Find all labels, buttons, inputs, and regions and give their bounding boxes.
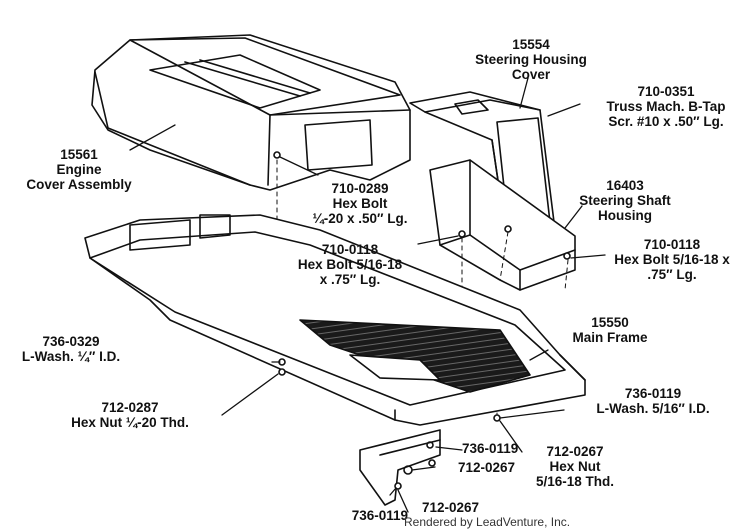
callout-lwash-516-right: 736-0119 L-Wash. 5/16″ I.D. (573, 386, 733, 416)
part-number: 736-0119 (351, 508, 408, 523)
part-name-line2: Cover Assembly (26, 177, 132, 192)
callout-lwash-516-bottom: 736-0119 (336, 508, 408, 523)
part-name-line1: Hex Bolt 5/16-18 x (614, 252, 730, 267)
part-number: 15561 (60, 147, 98, 162)
part-name-line2: x .75″ Lg. (319, 272, 381, 287)
callout-truss-bolt: 710-0351 Truss Mach. B-Tap Scr. #10 x .5… (586, 84, 746, 129)
callout-hex-bolt-right: 710-0118 Hex Bolt 5/16-18 x .75″ Lg. (598, 237, 746, 282)
fasteners (273, 151, 571, 490)
part-name-line1: Main Frame (572, 330, 648, 345)
part-name-line2: ¼-20 x .50″ Lg. (312, 211, 408, 226)
callout-lwash-516-mid: 736-0119 (462, 441, 518, 456)
part-number: 712-0267 (546, 444, 604, 459)
part-name-line2: Cover (511, 67, 551, 82)
part-number: 712-0267 (422, 500, 480, 515)
part-number: 712-0287 (101, 400, 159, 415)
callout-main-frame: 15550 Main Frame (555, 315, 665, 345)
steering-shaft-housing-part (429, 159, 576, 291)
callout-hex-bolt-left: 710-0118 Hex Bolt 5/16-18 x .75″ Lg. (285, 242, 415, 287)
part-name-line1: Steering Housing (475, 52, 587, 67)
part-name-line1: Hex Nut ¼-20 Thd. (71, 415, 189, 430)
part-number: 736-0119 (462, 441, 519, 456)
part-name-line1: Hex Nut (549, 459, 601, 474)
callout-lwash-quarter: 736-0329 L-Wash. ¼″ I.D. (10, 334, 132, 364)
callout-steering-housing-cover: 15554 Steering Housing Cover (458, 37, 604, 82)
part-number: 16403 (606, 178, 644, 193)
part-number: 15550 (591, 315, 629, 330)
engine-cover-part (91, 34, 411, 191)
part-number: 15554 (512, 37, 550, 52)
part-name-line1: Engine (56, 162, 102, 177)
part-number: 712-0267 (458, 460, 516, 475)
callout-hex-bolt-quarter: 710-0289 Hex Bolt ¼-20 x .50″ Lg. (300, 181, 420, 226)
callout-steering-shaft-housing: 16403 Steering Shaft Housing (570, 178, 680, 223)
part-number: 736-0119 (624, 386, 682, 401)
part-name-line1: Hex Bolt 5/16-18 (297, 257, 403, 272)
part-number: 736-0329 (42, 334, 100, 349)
callout-nut-712-bottom: 712-0267 (422, 500, 479, 515)
part-name-line1: L-Wash. 5/16″ I.D. (596, 401, 710, 416)
callout-engine-cover: 15561 Engine Cover Assembly (24, 147, 134, 192)
part-name-line2: .75″ Lg. (647, 267, 697, 282)
main-frame-part (84, 214, 586, 426)
part-number: 710-0351 (637, 84, 695, 99)
render-credit: Rendered by LeadVenture, Inc. (404, 515, 571, 529)
part-number: 710-0289 (331, 181, 389, 196)
part-name-line1: Truss Mach. B-Tap (606, 99, 726, 114)
leader-lines (129, 77, 606, 513)
part-name-line1: Steering Shaft (579, 193, 671, 208)
callout-hex-nut-quarter: 712-0287 Hex Nut ¼-20 Thd. (40, 400, 220, 430)
callout-hex-nut-516: 712-0267 Hex Nut 5/16-18 Thd. (520, 444, 630, 489)
part-number: 710-0118 (643, 237, 701, 252)
part-name-line1: L-Wash. ¼″ I.D. (21, 349, 121, 364)
part-name-line2: Housing (598, 208, 652, 223)
part-number: 710-0118 (321, 242, 379, 257)
part-name-line1: Hex Bolt (332, 196, 388, 211)
part-name-line2: 5/16-18 Thd. (535, 474, 615, 489)
callout-nut-712-mid: 712-0267 (458, 460, 515, 475)
part-name-line2: Scr. #10 x .50″ Lg. (608, 114, 724, 129)
